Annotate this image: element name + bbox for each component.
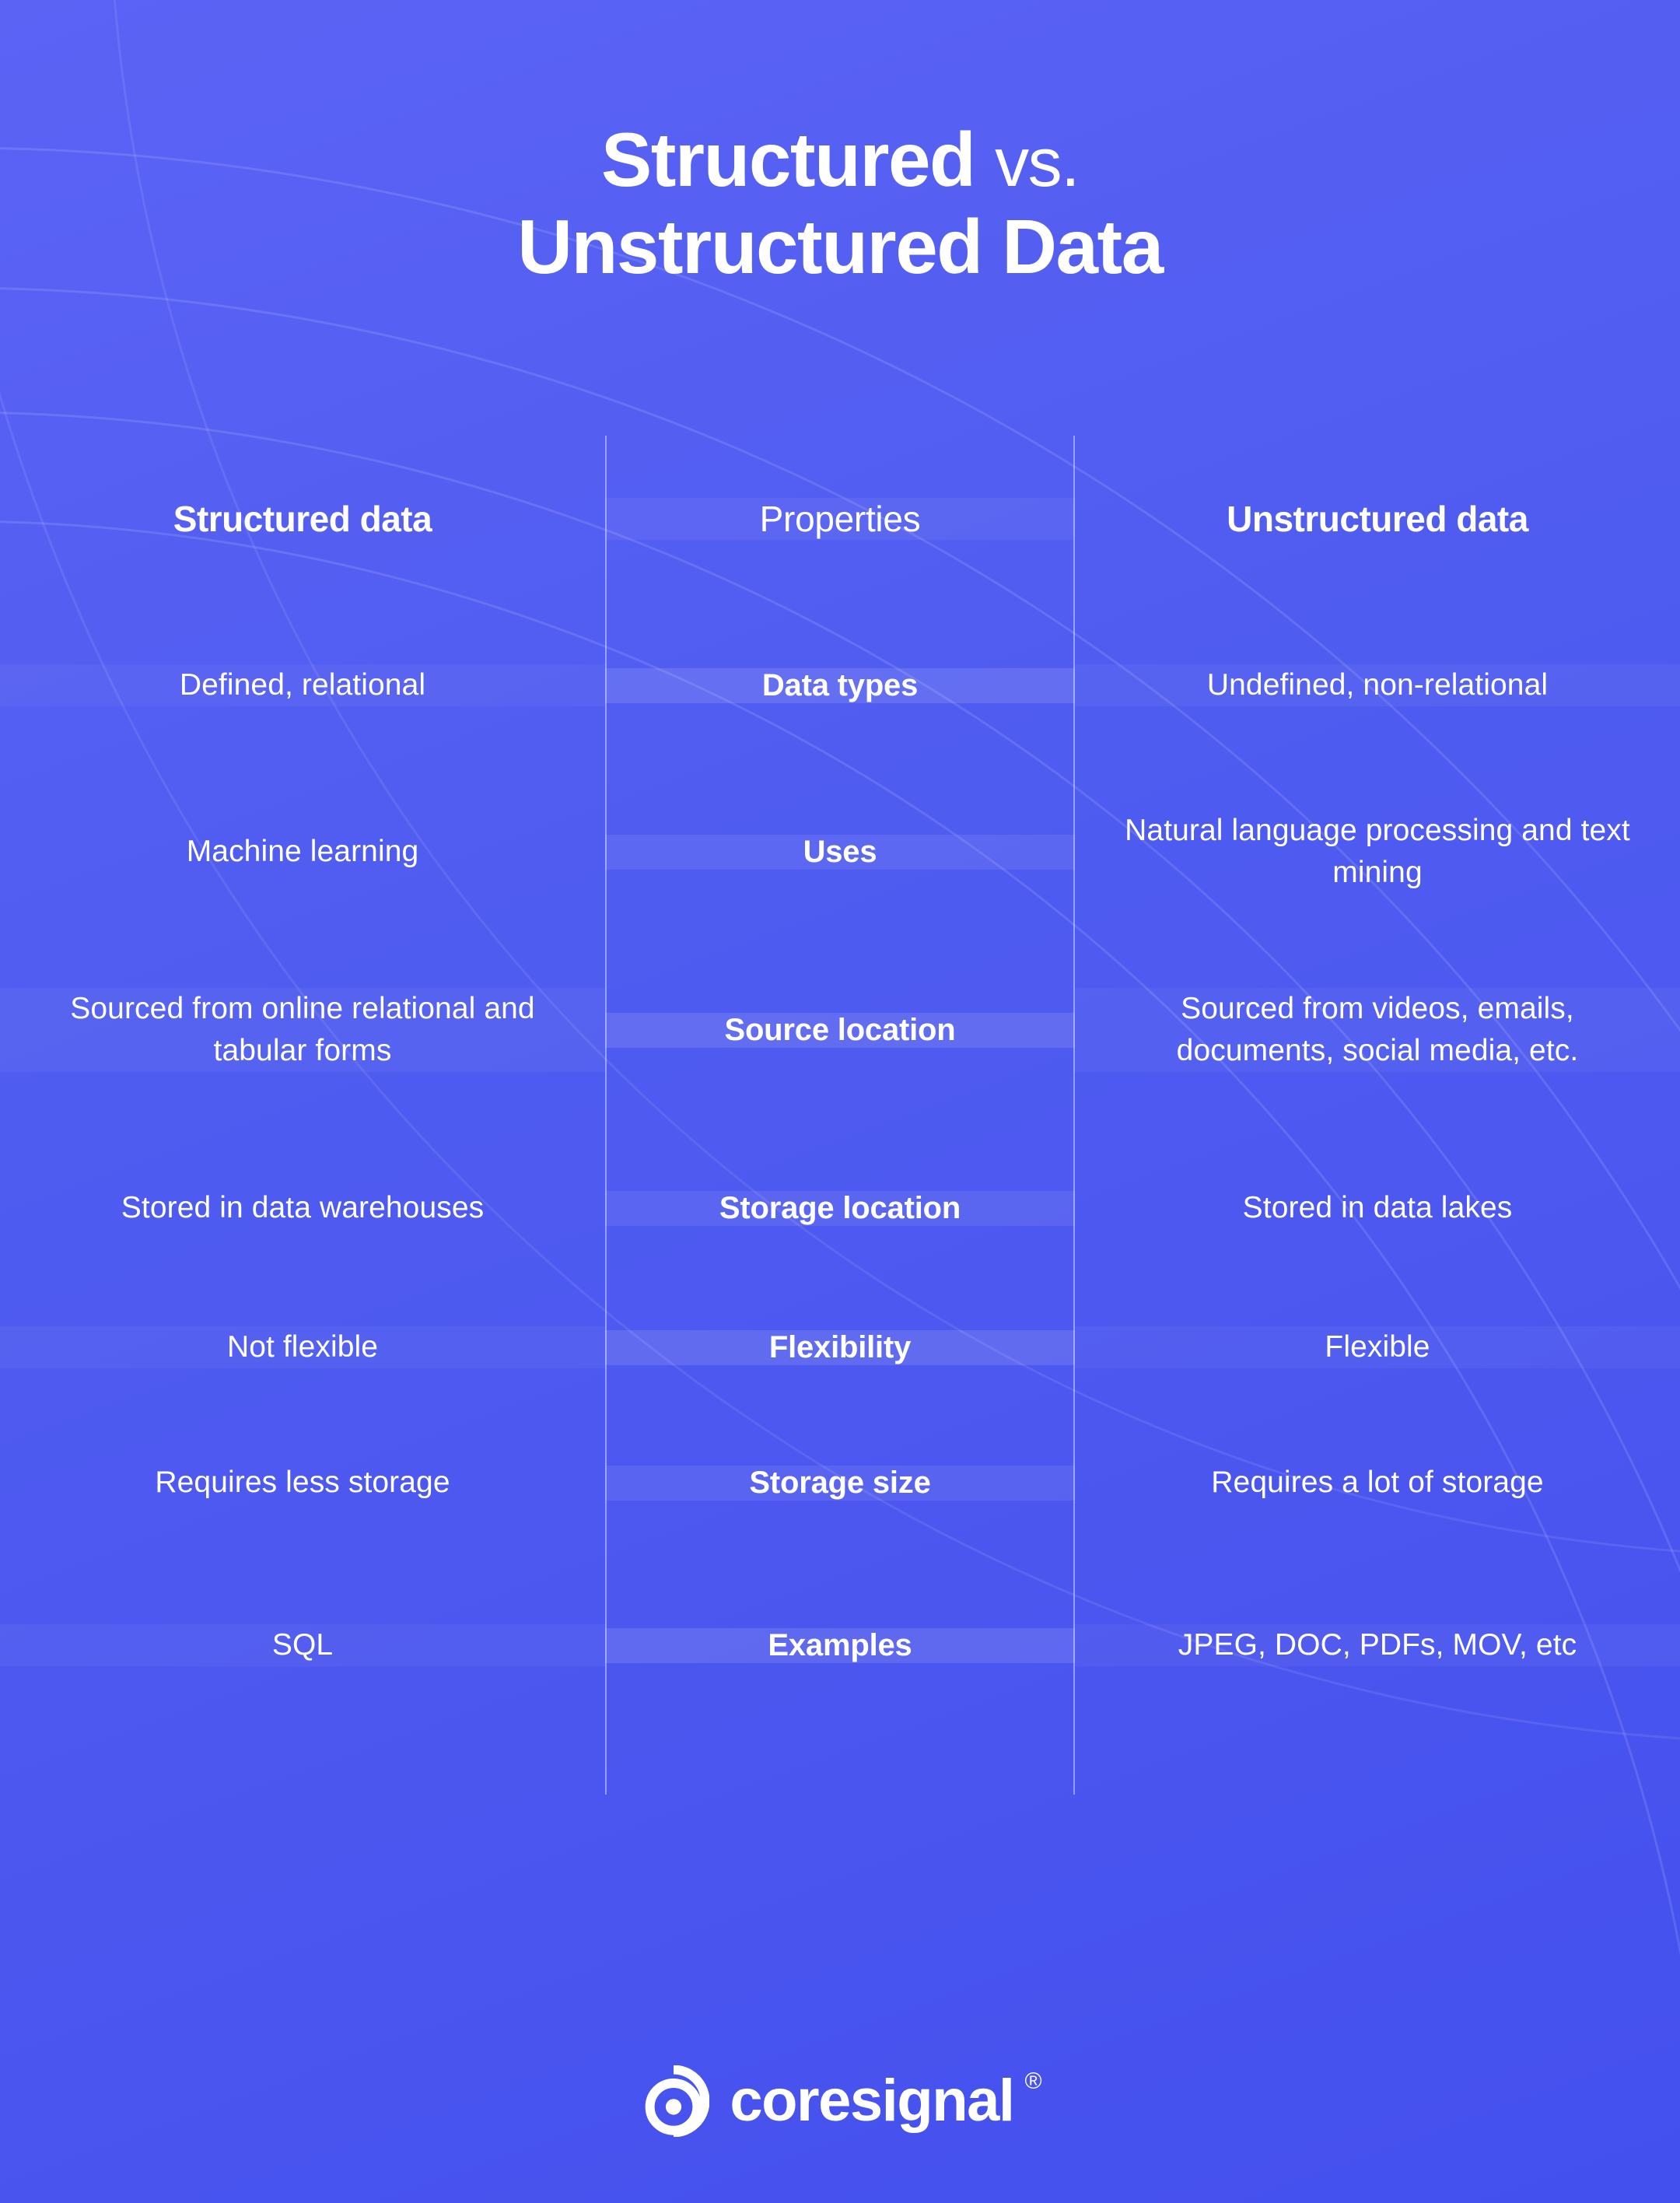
cell-unstructured: Stored in data lakes	[1242, 1191, 1513, 1225]
header-properties: Properties	[605, 498, 1075, 540]
logo-wordmark: coresignal	[730, 2068, 1015, 2134]
title-line-1: Structured vs.	[0, 117, 1680, 204]
cell-structured: Stored in data warehouses	[121, 1191, 485, 1225]
cell-structured: Machine learning	[186, 835, 419, 869]
cell-unstructured: Natural language processing and text min…	[1125, 814, 1630, 889]
table-row: Requires less storage Storage size Require…	[0, 1403, 1680, 1562]
cell-unstructured: Requires a lot of storage	[1211, 1466, 1544, 1500]
column-divider-left	[605, 436, 607, 1795]
title-main-word: Structured	[600, 117, 976, 202]
table-header-row: Structured data Properties Unstructured …	[0, 436, 1680, 602]
coresignal-target-icon	[646, 2065, 710, 2137]
cell-property: Flexibility	[605, 1329, 1075, 1365]
cell-property: Uses	[605, 834, 1075, 870]
page-title: Structured vs. Unstructured Data	[0, 117, 1680, 290]
header-unstructured: Unstructured data	[1227, 499, 1528, 539]
logo-registered-mark: ®	[1024, 2068, 1042, 2094]
table-row: Stored in data warehouses Storage locatio…	[0, 1125, 1680, 1291]
title-vs-word: vs.	[995, 124, 1080, 201]
cell-property: Storage location	[605, 1190, 1075, 1226]
cell-structured: Defined, relational	[0, 664, 605, 706]
table-row: Machine learning Uses Natural language pro…	[0, 769, 1680, 935]
cell-property: Examples	[605, 1627, 1075, 1663]
title-line-2: Unstructured Data	[517, 203, 1164, 289]
cell-property: Source location	[605, 1012, 1075, 1048]
column-divider-right	[1073, 436, 1075, 1795]
cell-structured: Sourced from online relational and tabul…	[0, 988, 605, 1072]
cell-structured: SQL	[0, 1624, 605, 1666]
cell-unstructured: Sourced from videos, emails, documents, …	[1075, 988, 1680, 1072]
cell-unstructured: Flexible	[1075, 1326, 1680, 1368]
comparison-table: Structured data Properties Unstructured …	[0, 436, 1680, 1795]
cell-structured: Not flexible	[0, 1326, 605, 1368]
cell-property: Storage size	[605, 1465, 1075, 1501]
table-row: Sourced from online relational and tabul…	[0, 935, 1680, 1125]
header-structured: Structured data	[173, 499, 432, 539]
cell-structured: Requires less storage	[155, 1466, 450, 1500]
cell-property: Data types	[605, 667, 1075, 703]
cell-unstructured: Undefined, non-relational	[1075, 664, 1680, 706]
cell-unstructured: JPEG, DOC, PDFs, MOV, etc	[1075, 1624, 1680, 1666]
coresignal-logo: coresignal ®	[0, 2065, 1680, 2137]
